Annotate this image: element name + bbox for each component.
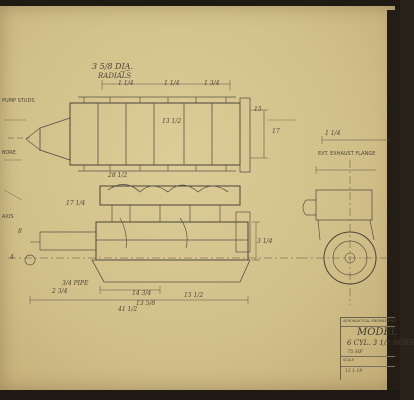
dim-15: 3/4 PIPE bbox=[62, 280, 89, 287]
dim-10: 28 1/2 bbox=[108, 172, 128, 179]
dim-13: 17 1/4 bbox=[66, 200, 86, 207]
side-view bbox=[8, 184, 300, 304]
dim-2: 1 1/4 bbox=[164, 80, 180, 87]
dim-4: 15 bbox=[254, 106, 262, 113]
top-subnote: RADIALS bbox=[98, 72, 132, 80]
left-note-axis: AXIS bbox=[2, 214, 14, 220]
left-note-bore: BORE bbox=[2, 150, 16, 156]
top-dimension: 3 5/8 DIA. bbox=[92, 62, 133, 71]
title-block-hp: 75 HP bbox=[347, 349, 363, 355]
dim-8: 3 1/4 bbox=[257, 238, 273, 245]
dim-17: 8 bbox=[18, 228, 22, 235]
right-note-exhaust: EXT. EXHAUST FLANGE bbox=[318, 151, 376, 157]
dim-5: 17 bbox=[272, 128, 280, 135]
sheet-right-edge bbox=[387, 10, 400, 390]
title-block-rule bbox=[341, 366, 395, 367]
left-note-pump-studs: PUMP STUDS bbox=[2, 98, 35, 104]
title-block-model: MODEL bbox=[357, 327, 398, 338]
title-block-company: AERONAUTICAL ENGINEERING bbox=[343, 319, 396, 323]
dim-6: 13 1/2 bbox=[162, 118, 182, 125]
construction-lines bbox=[3, 119, 296, 201]
top-view bbox=[8, 69, 268, 173]
drawing-sheet bbox=[0, 6, 395, 390]
title-block-date: 12 1 19 bbox=[345, 369, 363, 374]
dim-12: 13 5/8 bbox=[136, 300, 156, 307]
dim-11: 14 3/4 bbox=[132, 290, 152, 297]
end-view bbox=[300, 136, 392, 305]
engine-drawing bbox=[3, 69, 392, 305]
dim-3: 1 3/4 bbox=[204, 80, 220, 87]
dim-18: 4 bbox=[10, 254, 14, 261]
dim-16: 41 1/2 bbox=[118, 306, 138, 313]
title-block-rule bbox=[341, 326, 395, 327]
dim-14: 2 3/4 bbox=[52, 288, 68, 295]
title-block-scale-label: SCALE bbox=[343, 358, 355, 362]
dim-7: 1 1/4 bbox=[325, 130, 341, 137]
dim-9: 15 1/2 bbox=[184, 292, 204, 299]
title-block-rule bbox=[341, 356, 395, 357]
title-block: AERONAUTICAL ENGINEERING MODEL 6 CYL. 3 … bbox=[340, 317, 414, 380]
title-block-spec: 6 CYL. 3 1/2 BORE bbox=[347, 339, 414, 347]
dim-1: 1 1/4 bbox=[118, 80, 134, 87]
